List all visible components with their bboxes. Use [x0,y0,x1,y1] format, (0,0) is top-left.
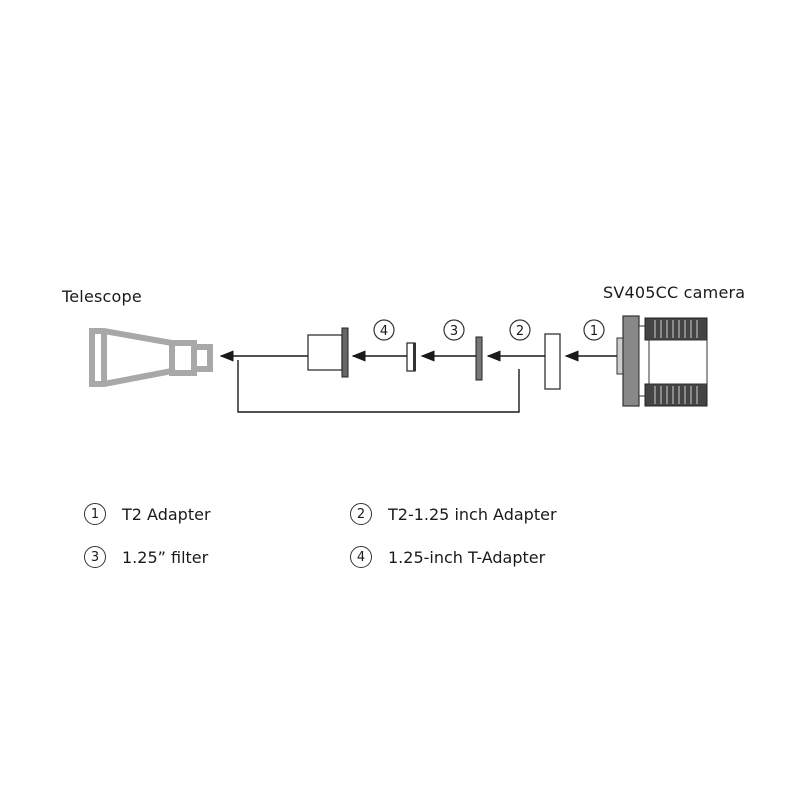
callout-2-circle [509,319,531,341]
filter-icon [406,342,416,372]
callout-2-text: 2 [516,324,524,339]
legend-number: 3 [84,546,106,568]
bypass-path-line [237,360,520,413]
t-adapter-icon [307,327,349,378]
callout-4-circle [373,319,395,341]
legend-item-3: 3 1.25” filter [84,544,208,570]
t2-adapter-icon [544,333,561,390]
callouts: 1 2 3 4 [373,319,605,341]
legend-text: T2-1.25 inch Adapter [388,504,557,524]
legend-number: 4 [350,546,372,568]
legend-number: 1 [84,503,106,525]
callout-3-circle [443,319,465,341]
legend-item-4: 4 1.25-inch T-Adapter [350,544,545,570]
callout-1-text: 1 [590,324,598,339]
legend-item-1: 1 T2 Adapter [84,501,211,527]
telescope-label: Telescope [62,287,142,306]
telescope-icon [89,328,213,387]
callout-3-text: 3 [450,324,458,339]
legend-number: 2 [350,503,372,525]
callout-1-circle [583,319,605,341]
camera-label: SV405CC camera [603,283,746,302]
legend-text: T2 Adapter [122,504,211,524]
callout-4-text: 4 [380,324,388,339]
legend-text: 1.25” filter [122,547,209,567]
thin-ring-icon [475,336,483,381]
legend-item-2: 2 T2-1.25 inch Adapter [350,501,557,527]
camera-icon [616,315,708,407]
legend-text: 1.25-inch T-Adapter [388,547,546,567]
arrows [219,350,617,413]
